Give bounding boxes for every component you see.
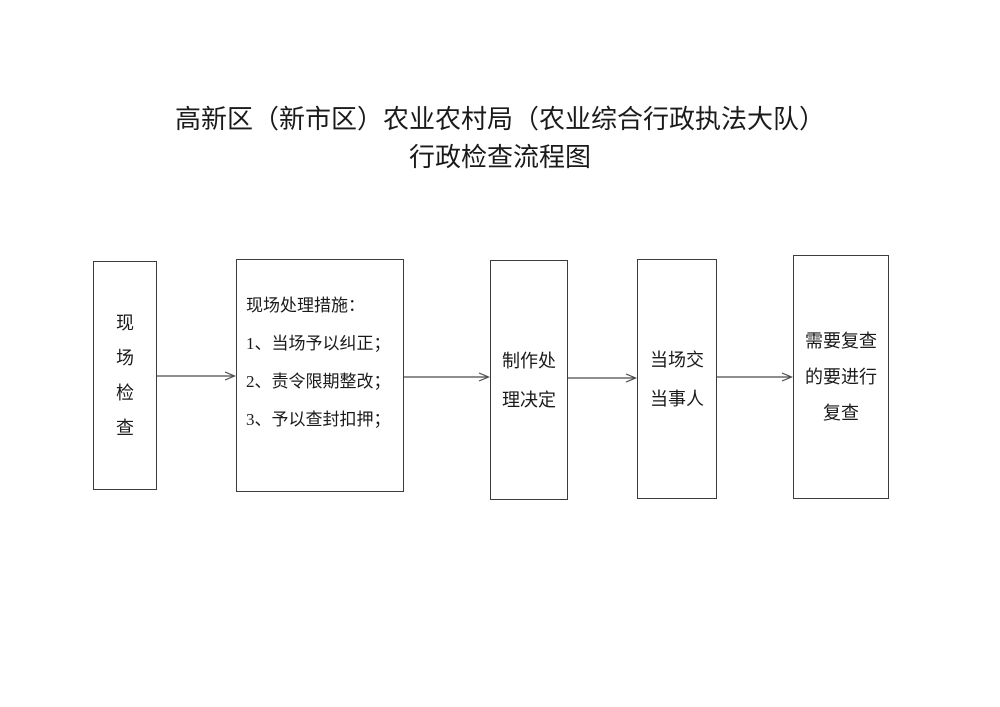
box-text-line: 制作处: [502, 350, 556, 371]
box-text-line: 2、责令限期整改；: [246, 372, 391, 391]
box-text-line: 检: [116, 383, 134, 403]
box-text-line: 当场交: [650, 349, 704, 370]
box-text-line: 需要复查: [805, 331, 877, 351]
flow-box-on-site-handling-measures: 现场处理措施： 1、当场予以纠正； 2、责令限期整改； 3、予以查封扣押；: [236, 259, 404, 492]
box-text-line: 场: [116, 348, 134, 368]
box-text-line: 当事人: [650, 388, 704, 409]
page-title-line-2: 行政检查流程图: [408, 143, 591, 172]
box-text-line: 现: [116, 313, 134, 333]
box-text-line: 现场处理措施：: [246, 296, 365, 315]
flow-box-make-handling-decision: 制作处 理决定: [490, 260, 568, 500]
box-text-line: 复查: [823, 403, 859, 423]
box-text-line: 的要进行: [805, 367, 877, 387]
flow-box-deliver-to-party: 当场交 当事人: [637, 259, 717, 499]
box-text-line: 理决定: [502, 389, 556, 410]
box-text-line: 查: [116, 418, 134, 438]
flow-box-on-site-inspection: 现 场 检 查: [93, 261, 157, 490]
box-text-line: 1、当场予以纠正；: [246, 334, 391, 353]
page-title-line-1: 高新区（新市区）农业农村局（农业综合行政执法大队）: [174, 105, 825, 134]
box-text-line: 3、予以查封扣押；: [246, 410, 391, 429]
flow-box-recheck-if-needed: 需要复查 的要进行 复查: [793, 255, 889, 499]
